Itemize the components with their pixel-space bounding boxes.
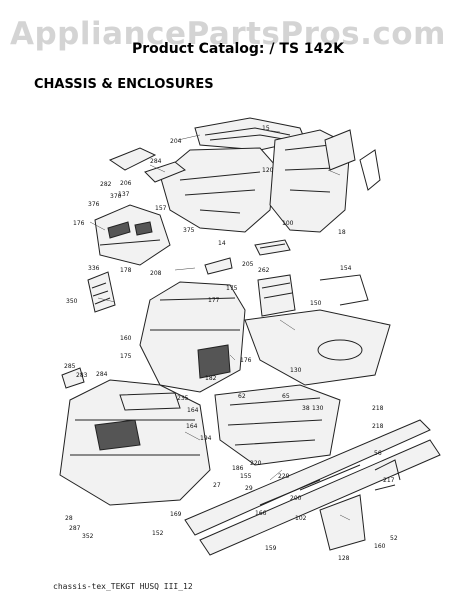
callout-label: 283 xyxy=(76,372,88,379)
callout-label: 350 xyxy=(66,298,78,305)
callout-label: 175 xyxy=(226,285,238,292)
callout-label: 56 xyxy=(374,450,382,457)
callout-label: 29 xyxy=(245,485,253,492)
callout-label: 27 xyxy=(213,482,221,489)
callout-label: 376 xyxy=(88,201,100,208)
callout-label: 175 xyxy=(120,353,132,360)
callout-label: 160 xyxy=(374,543,386,550)
callout-label: 282 xyxy=(100,181,112,188)
callout-label: 208 xyxy=(150,270,162,277)
callout-label: 235 xyxy=(177,395,189,402)
callout-label: 15 xyxy=(262,125,270,132)
callout-label: 28 xyxy=(65,515,73,522)
callout-label: 38 xyxy=(302,405,310,412)
callout-label: 284 xyxy=(96,371,108,378)
callout-label: 159 xyxy=(265,545,277,552)
callout-label: 169 xyxy=(170,511,182,518)
callout-label: 176 xyxy=(240,357,252,364)
callout-label: 128 xyxy=(338,555,350,562)
callout-label: 370 xyxy=(110,193,122,200)
callout-label: 176 xyxy=(73,220,85,227)
callout-label: 102 xyxy=(295,515,307,522)
catalog-title: Product Catalog: / TS 142K xyxy=(132,41,344,57)
callout-label: 206 xyxy=(120,180,132,187)
callout-label: 150 xyxy=(310,300,322,307)
callout-label: 152 xyxy=(152,530,164,537)
callout-label: 14 xyxy=(218,240,226,247)
callout-label: 186 xyxy=(232,465,244,472)
hood-assembly xyxy=(108,117,381,233)
callout-label: 160 xyxy=(120,335,132,342)
callout-label: 65 xyxy=(282,393,290,400)
section-title: CHASSIS & ENCLOSURES xyxy=(34,77,214,92)
callout-label: 166 xyxy=(255,510,267,517)
dashboard-assembly xyxy=(94,204,291,275)
watermark-text: AppliancePartsPros.com xyxy=(10,16,446,52)
callout-label: 154 xyxy=(340,265,352,272)
diagram-code: chassis-tex_TEKGT HUSQ III_12 xyxy=(53,582,193,591)
callout-label: 155 xyxy=(240,473,252,480)
callout-label: 18 xyxy=(338,229,346,236)
callout-label: 205 xyxy=(242,261,254,268)
callout-label: 200 xyxy=(290,495,302,502)
callout-label: 220 xyxy=(250,460,262,467)
callout-label: 178 xyxy=(120,267,132,274)
callout-label: 164 xyxy=(187,407,199,414)
leader-lines xyxy=(89,129,351,521)
callout-label: 287 xyxy=(69,525,81,532)
callout-label: 120 xyxy=(262,167,274,174)
callout-label: 100 xyxy=(282,220,294,227)
callout-label: 130 xyxy=(312,405,324,412)
callout-label: 157 xyxy=(155,205,167,212)
callout-label: 177 xyxy=(208,297,220,304)
part-number-callouts: 204 15 284 120 282 206 137 376 370 157 3… xyxy=(64,125,398,562)
callout-label: 52 xyxy=(390,535,398,542)
callout-label: 218 xyxy=(372,423,384,430)
callout-label: 375 xyxy=(183,227,195,234)
callout-label: 285 xyxy=(64,363,76,370)
callout-label: 262 xyxy=(258,267,270,274)
callout-label: 62 xyxy=(238,393,246,400)
callout-label: 218 xyxy=(372,405,384,412)
callout-label: 194 xyxy=(200,435,212,442)
callout-label: 336 xyxy=(88,265,100,272)
callout-label: 229 xyxy=(278,473,290,480)
firewall-plate xyxy=(244,309,391,386)
callout-label: 284 xyxy=(150,158,162,165)
chassis-frame xyxy=(184,384,441,556)
callout-label: 217 xyxy=(383,477,395,484)
callout-label: 352 xyxy=(82,533,94,540)
callout-label: 204 xyxy=(170,138,182,145)
callout-label: 130 xyxy=(290,367,302,374)
callout-label: 182 xyxy=(205,375,217,382)
callout-label: 137 xyxy=(118,191,130,198)
fender-deck xyxy=(59,367,211,506)
front-grille-assembly xyxy=(87,271,369,393)
callout-label: 164 xyxy=(186,423,198,430)
